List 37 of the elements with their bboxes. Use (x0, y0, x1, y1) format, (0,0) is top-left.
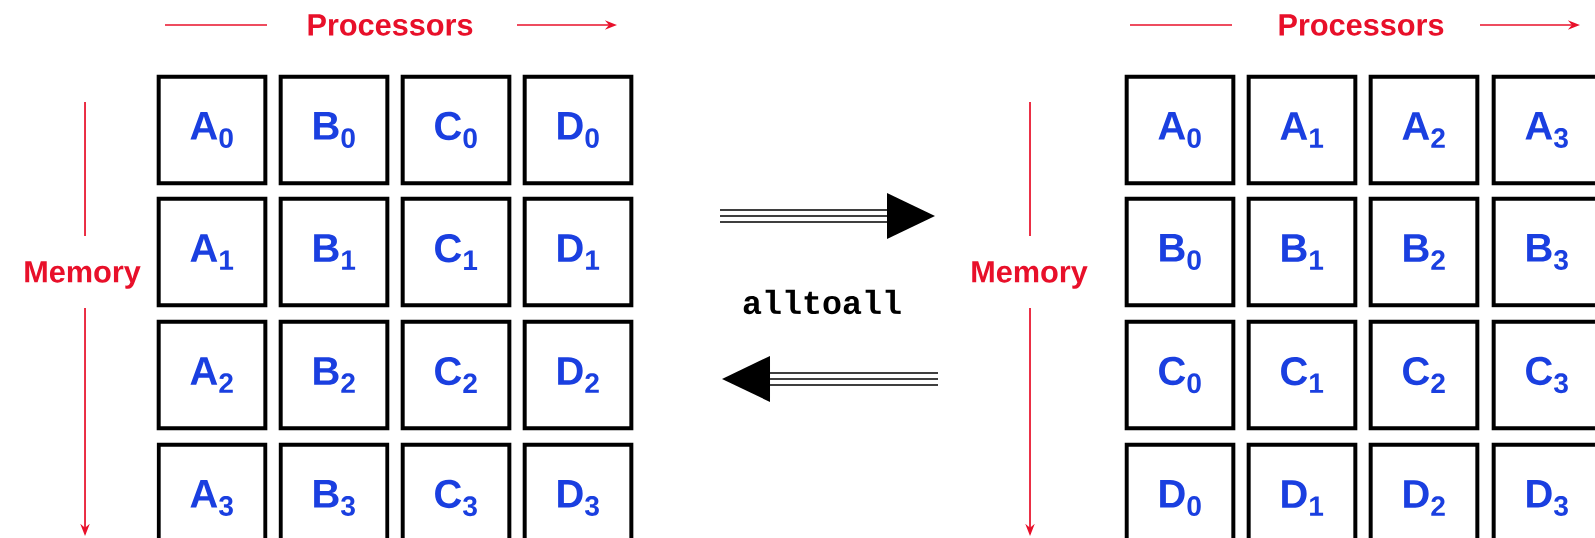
data-box: A$_{3}$ (156, 442, 268, 538)
axis-label: Processors (308, 14, 473, 36)
data-box: B$_{3}$ (1491, 196, 1595, 308)
data-box: D$_{2}$ (522, 319, 634, 431)
data-box: D$_{3}$ (1491, 442, 1595, 538)
data-box: B$_{3}$ (278, 442, 390, 538)
data-box: A$_{0}$ (156, 74, 268, 186)
data-box: B$_{0}$ (1124, 196, 1236, 308)
data-box: C$_{0}$ (400, 74, 512, 186)
data-box: A$_{3}$ (1491, 74, 1595, 186)
data-box: A$_{0}$ (1124, 74, 1236, 186)
data-box: B$_{2}$ (1368, 196, 1480, 308)
data-box: A$_{1}$ (1246, 74, 1358, 186)
operation-label: alltoall (743, 289, 901, 315)
data-box: B$_{1}$ (278, 196, 390, 308)
data-box: C$_{2}$ (400, 319, 512, 431)
data-box: B$_{2}$ (278, 319, 390, 431)
axis-label: Memory (972, 261, 1088, 289)
data-box: D$_{3}$ (522, 442, 634, 538)
data-box: A$_{2}$ (1368, 74, 1480, 186)
data-box: D$_{0}$ (522, 74, 634, 186)
data-box: A$_{1}$ (156, 196, 268, 308)
data-box: C$_{1}$ (1246, 319, 1358, 431)
data-box: C$_{1}$ (400, 196, 512, 308)
data-box: C$_{2}$ (1368, 319, 1480, 431)
data-box: D$_{2}$ (1368, 442, 1480, 538)
data-box: B$_{1}$ (1246, 196, 1358, 308)
data-box: D$_{1}$ (1246, 442, 1358, 538)
data-box: C$_{0}$ (1124, 319, 1236, 431)
axis-label: Processors (1279, 14, 1444, 36)
data-box: C$_{3}$ (400, 442, 512, 538)
data-box: D$_{1}$ (522, 196, 634, 308)
data-box: B$_{0}$ (278, 74, 390, 186)
data-box: C$_{3}$ (1491, 319, 1595, 431)
axis-label: Memory (25, 261, 141, 289)
data-box: D$_{0}$ (1124, 442, 1236, 538)
data-box: A$_{2}$ (156, 319, 268, 431)
